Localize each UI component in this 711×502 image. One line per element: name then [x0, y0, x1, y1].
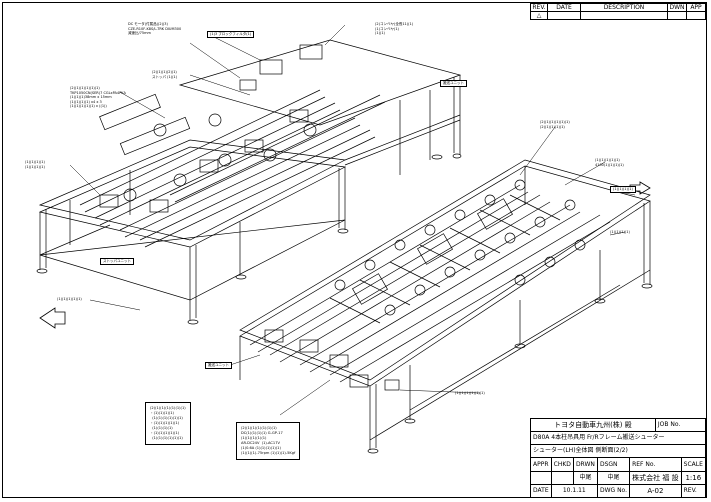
dwg-no-label: DWG No.: [596, 483, 631, 499]
revision-table: REV. DATE DESCRIPTION DWN APP △: [530, 3, 706, 20]
sheet-border: [2, 2, 707, 498]
callout-right-4: (1)(1)(1)(1): [610, 230, 630, 234]
dsgn-name: 中尾: [596, 470, 631, 485]
callout-left-spec: (2)(1)(1)(1)(1)(1) TKP1050CN(SER)7 CGLxP…: [70, 86, 126, 108]
dwg-no-value: A-02: [629, 483, 682, 499]
note-spec-b: (2)(1)(1)(1)(1)(1)(1) DC(1)(1)(1)(1) G-G…: [236, 422, 301, 460]
dsgn-label: DSGN: [596, 457, 631, 472]
upper-conveyor-rails: [79, 44, 386, 248]
callout-right-3: (1)(1)(1)(1): [610, 186, 636, 193]
client-name: トヨタ自動車九州(株) 殿: [530, 417, 656, 433]
lower-conveyor-rails: [249, 179, 611, 391]
revision-row: △: [530, 11, 706, 20]
label-stopper-unit: ストッパユニット: [100, 258, 134, 265]
callout-right-2: (1)(1)(1)(1)(1) 4100(1)(1)(1)(1): [595, 158, 624, 167]
callout-left-label: (1)(1)(1)(1) (1)(1)(1)(1): [25, 160, 45, 169]
drawing-title: シューター(LH)全体図 側断面(2/2): [530, 444, 706, 459]
job-no-label: JOB No.: [654, 417, 707, 433]
chkd-sign: [550, 470, 574, 485]
label-transport-unit-lower: 搬送ユニット: [205, 362, 232, 369]
maker-name: 株式会社 福 設: [629, 470, 682, 485]
appr-sign: [530, 470, 552, 485]
label-transport-unit: 搬送ユニット: [440, 80, 467, 87]
callout-conveyor-mid: (2)(1)(1)(2)(1) ストッパ (1)(1): [152, 70, 178, 79]
callout-direction: (1)(1)(1)(1)(1): [57, 297, 82, 301]
title-block: トヨタ自動車九州(株) 殿 JOB No. D80A 4本柱吊具用 Fr/Rフレ…: [530, 417, 707, 499]
drwn-name: 中尾: [572, 470, 598, 485]
scale-value: 1:16: [680, 470, 707, 485]
callout-block: (1)3 ブロックフィルタ(1): [207, 31, 255, 38]
chkd-label: CHKD: [550, 457, 574, 472]
rev-label: REV.: [680, 483, 707, 499]
note-spec-a: (2)(1)(1)(1)(1)(1)(1) ・(1)(1)(1)(1) (1)(…: [145, 402, 191, 445]
callout-right-1: (2)(1)(1)(1)(1)(1) (2)(1)(1)(1)(1): [540, 120, 570, 129]
callout-bottom: (1)(1)(1)(1)(1)(1): [455, 391, 485, 395]
callout-motor: DC モータ(付属品)(2)(3) CZE-R10F-K8S/L-TRK DIU…: [128, 22, 182, 35]
ref-no-label: REF No.: [629, 457, 682, 472]
date-label: DATE: [530, 483, 552, 499]
date-value: 10.1.11: [550, 483, 598, 499]
upper-left-frame: [36, 139, 349, 325]
appr-label: APPR: [530, 457, 552, 472]
lower-right-frame: [239, 159, 653, 454]
project-title: D80A 4本柱吊具用 Fr/Rフレーム搬送シューター: [530, 431, 706, 446]
scale-label: SCALE: [680, 457, 707, 472]
rev-row-app: [686, 11, 706, 20]
upper-back-frame: [178, 39, 462, 175]
callout-conveyor-top: (2)コンベヤ(全長11)(1) (1)コンベヤ(1) (1)(1): [375, 22, 414, 35]
leader-lines: [69, 24, 636, 416]
drwn-label: DRWN: [572, 457, 598, 472]
